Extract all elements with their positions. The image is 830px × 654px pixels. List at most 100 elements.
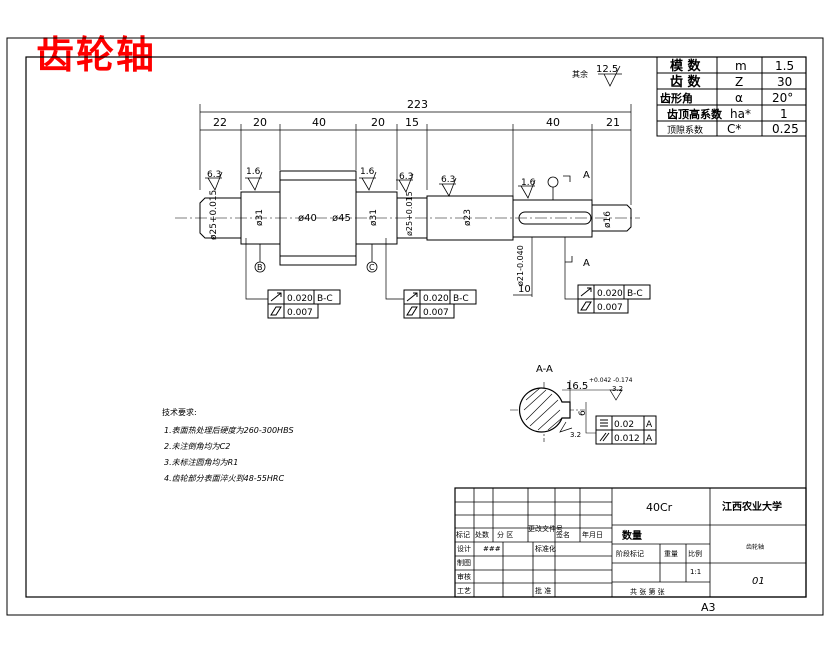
dim-22: 22 [213,116,227,129]
tol_frames-1-row2_val: 0.007 [423,308,449,318]
dim-40b: 40 [546,116,560,129]
notes-n2: 2.未注倒角均为C2 [164,442,230,451]
section-f1_val: 0.02 [614,420,634,430]
tol-frame-2: 0.020 B-C 0.007 [403,289,477,319]
rough-3: 1.6 [360,167,375,177]
dim-overall: 223 [407,98,428,111]
datum-b: B [257,263,263,272]
dim-40a: 40 [312,116,326,129]
param-val: 20° [772,91,793,105]
title_block-approve: 批 准 [535,586,551,595]
roughness-symbol [598,65,622,87]
title_block-r1-2: 分 区 [497,530,513,539]
notes-n1: 1.表面热处理后硬度为260-300HBS [164,426,294,435]
section-view [510,380,610,442]
dia-25b: ø25+0.015 [405,191,414,236]
title_block-r1-5: 年月日 [582,530,603,539]
title_block-r1-1: 处数 [475,530,489,539]
keyway-tol: +0.042 -0.174 [589,377,633,384]
notes-n3: 3.未标注圆角均为R1 [164,458,238,467]
sheet-count: 共 张 第 张 [630,587,665,596]
tol_frames-2-row1_val: 0.020 [597,289,623,299]
section-rough-1: 3.2 [612,385,623,393]
dia-40: ø40 [298,213,317,224]
notes-n4: 4.齿轮部分表面淬火到48-55HRC [164,474,284,483]
dim-20a: 20 [253,116,267,129]
rough-6: 1.6 [521,178,536,188]
param-sym: m [735,59,747,73]
drawing-title: 齿轮轴 [36,32,157,77]
param-label: 齿 数 [670,74,702,90]
section-rough-2: 3.2 [570,431,581,439]
top-roughness: 12.5 [596,64,618,75]
title_block-drafting: 制图 [457,558,471,567]
top-note: 其余 [572,69,588,79]
rough-4: 6.3 [399,172,413,182]
datum-c: C [369,263,375,272]
gear-parameter-table: 模 数 齿 数 齿形角 齿顶高系数 顶隙系数 m Z α ha* C* 1.5 … [656,56,807,137]
dim-21: 21 [606,116,620,129]
tol_frames-0-row1_val: 0.020 [287,294,313,304]
title_block-std: 标准化 [535,544,556,553]
dim-20b: 20 [371,116,385,129]
section-tol-frames: 0.02 A 0.012 A [585,415,657,445]
material: 40Cr [646,501,673,514]
param-label: 齿形角 [660,91,693,105]
technical-notes: 技术要求: 1.表面热处理后硬度为260-300HBS 2.未注倒角均为C2 3… [162,407,294,483]
keyway-dim: 16.5 [566,381,588,392]
param-sym: C* [727,122,741,136]
dia-16: ø16 [603,211,613,228]
shaft [175,170,640,266]
tol_frames-0-row1_ref: B-C [317,294,333,304]
dia-23: ø23 [463,209,473,226]
keyway-width: 6 [578,410,588,416]
dia-45: ø45 [332,213,351,224]
dia-25a: ø25+0.015 [209,190,219,240]
param-sym: Z [735,75,743,89]
scale-label: 比例 [688,549,702,558]
dia-21: ø21-0.040 [516,245,525,286]
leader-lines [245,237,578,300]
qty-label: 数量 [622,529,642,542]
param-label: 顶隙系数 [667,124,703,136]
section-f2_ref: A [646,434,653,444]
roughness-marks [205,171,536,199]
param-label: 齿顶高系数 [667,107,723,121]
rough-2: 1.6 [246,167,261,177]
title_block-r1-0: 标记 [456,530,470,539]
dim-10: 10 [518,284,531,295]
tol_frames-0-row2_val: 0.007 [287,308,313,318]
datum-marks [254,175,573,273]
title-block [454,487,807,598]
param-val: 0.25 [772,122,799,136]
tol-frame-1: 0.020 B-C 0.007 [267,289,341,319]
tol_frames-1-row1_ref: B-C [453,294,469,304]
rough-1: 6.3 [207,170,221,180]
param-sym: α [735,91,743,105]
title_block-design: 设计 [457,544,471,553]
stage-mark: 阶段标记 [616,549,644,558]
tol_frames-2-row2_val: 0.007 [597,303,623,313]
tol-frame-3: 0.020 B-C 0.007 [577,284,651,314]
dia-31a: ø31 [255,209,265,226]
section-a-top: A [583,170,590,181]
section-f2_val: 0.012 [614,434,640,444]
title_block-r1-4: 签名 [556,530,570,539]
param-val: 30 [777,75,792,89]
section-f1_ref: A [646,420,653,430]
title_block-r1-3: 更改文件号 [528,524,563,533]
sheet-size: A3 [701,601,716,614]
dim-15: 15 [405,116,419,129]
weight-label: 重量 [664,550,678,558]
title_block-process: 工艺 [457,587,471,595]
section-label: A-A [536,364,553,375]
scale-value: 1:1 [690,568,701,576]
rough-5: 6.3 [441,175,455,185]
school-name: 江西农业大学 [722,500,782,513]
top-dimensions [199,104,632,205]
drawing-number: 01 [752,576,765,587]
param-val: 1 [780,107,788,121]
part-name: 齿轮轴 [746,543,764,551]
